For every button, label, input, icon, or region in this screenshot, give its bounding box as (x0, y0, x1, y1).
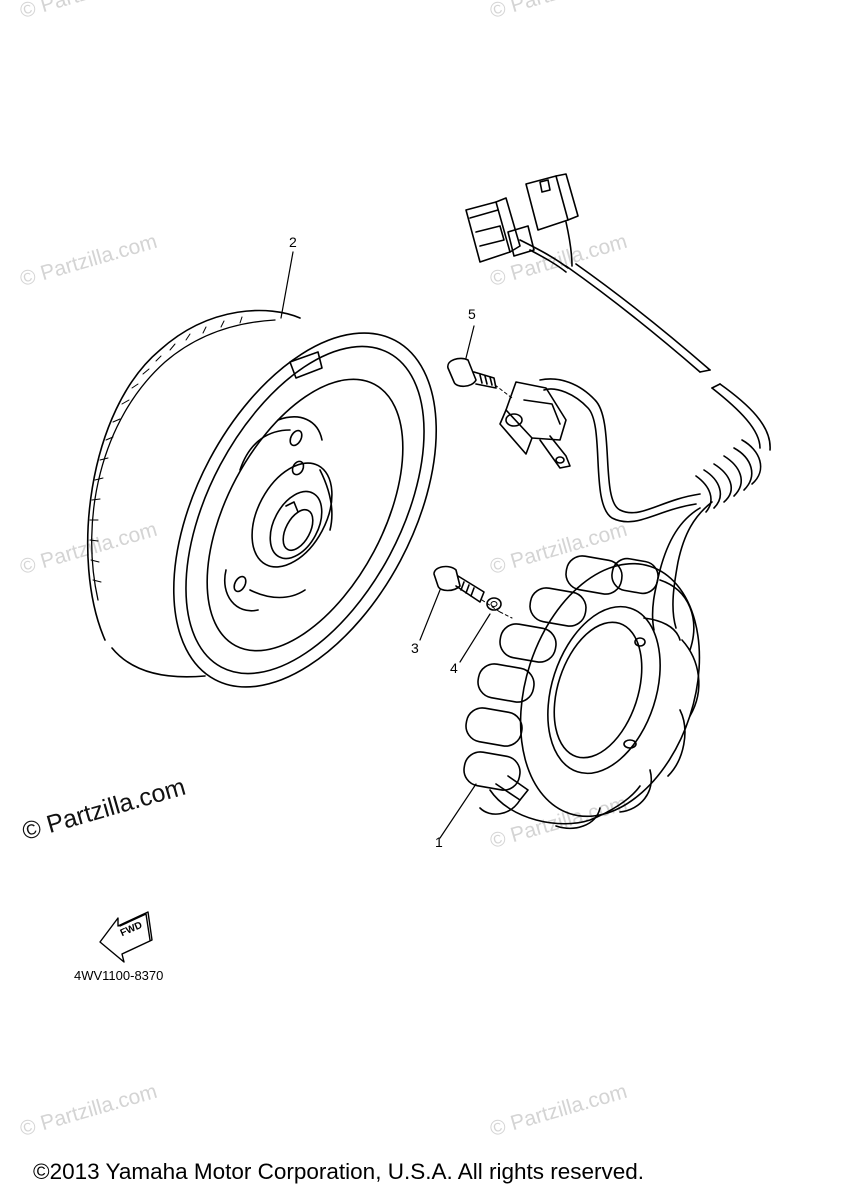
washer-part-4 (486, 597, 502, 611)
wire-harness (465, 173, 771, 631)
bolt-part-5 (447, 357, 497, 389)
stator-part-1 (463, 555, 701, 830)
callout-5: 5 (468, 306, 476, 322)
flywheel-rotor (86, 309, 438, 688)
pickup-coil (499, 381, 571, 469)
diagram-code: 4WV1100-8370 (74, 968, 164, 983)
callout-1: 1 (435, 834, 443, 850)
callout-4: 4 (450, 660, 458, 676)
callout-3: 3 (411, 640, 419, 656)
bolt-part-3 (433, 565, 485, 603)
callout-2: 2 (289, 234, 297, 250)
fwd-arrow-icon (99, 911, 153, 963)
copyright-notice: ©2013 Yamaha Motor Corporation, U.S.A. A… (33, 1159, 645, 1184)
